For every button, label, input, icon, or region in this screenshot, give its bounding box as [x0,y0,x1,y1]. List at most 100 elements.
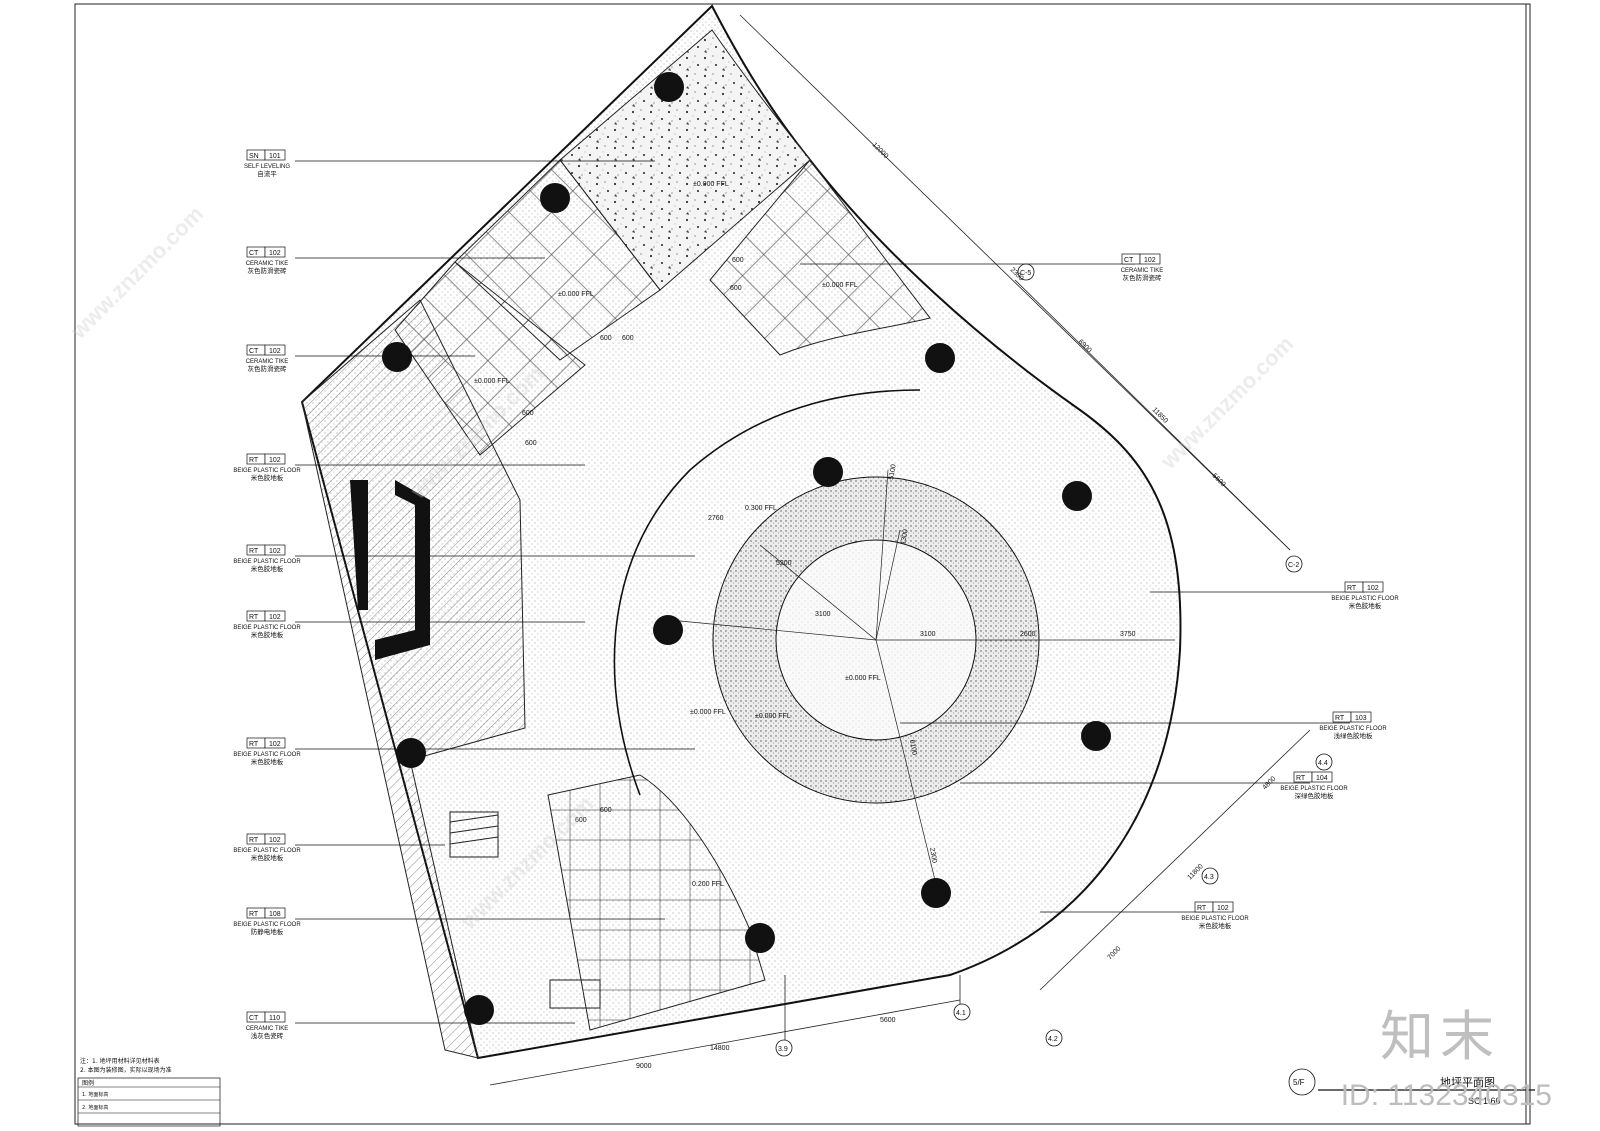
tag-material-cn: 自流平 [257,169,277,178]
tag-number: 102 [269,741,281,748]
note-line: 2. 本图为装修图，实际以现场为准 [80,1066,172,1074]
notes-block: 注：1. 地坪用材料详见材料表 2. 本图为装修图，实际以现场为准 图例 1. … [77,1057,221,1127]
bubble-4-3: 4.3 [1204,874,1214,881]
tag-number: 102 [1367,585,1379,592]
tag-material-cn: 米色胶地板 [251,473,284,482]
bubble-4-1: 4.1 [956,1010,966,1017]
tag-number: 102 [1217,905,1229,912]
tag-code: RT [1335,715,1345,722]
dim-text: 3100 [815,611,831,618]
tag-number: 101 [269,153,281,160]
dim-text: 6900 [1077,338,1093,354]
watermark-id: ID: 1132340315 [1340,1079,1552,1112]
tag-number: 102 [269,250,281,257]
level-marker: ±0.000 FFL [693,181,729,188]
dim-text: 600 [522,410,534,417]
tag-material-en: CERAMIC TIKE [246,1026,289,1032]
level-marker: ±0.000 FFL [822,282,858,289]
dim-text: 12000 [871,141,890,160]
tag-number: 103 [1355,715,1367,722]
tag-material-cn: 深绿色胶地板 [1295,791,1335,800]
tag-code: RT [1347,585,1357,592]
bubble-4-2: 4.2 [1048,1036,1058,1043]
tag-number: 102 [269,548,281,555]
tag-material-en: CERAMIC TIKE [1121,268,1164,274]
tag-material-en: BEIGE PLASTIC FLOOR [1331,596,1399,602]
tag-code: SN [249,153,259,160]
level-marker: 0.300 FFL [745,505,777,512]
dim-text: 3750 [1120,631,1136,638]
tag-code: RT [249,614,259,621]
tag-number: 108 [269,911,281,918]
level-marker: ±0.000 FFL [690,709,726,716]
tag-code: RT [249,741,259,748]
dim-text: 3100 [920,631,936,638]
bubble-c5: C-5 [1020,270,1031,277]
stage-arc [613,389,921,796]
dim-text: 600 [575,817,587,824]
dim-text: 4800 [1261,775,1277,791]
level-marker: ±0.000 FFL [755,713,791,720]
columns [382,72,1111,1025]
tag-material-cn: 防静电地板 [251,927,284,936]
tag-code: RT [249,837,259,844]
scale: SC 1:60 [1468,1096,1501,1106]
tag-code: CT [249,348,259,355]
ceramic-tile-zone-2 [394,261,586,456]
tag-code: RT [249,911,259,918]
tag-number: 110 [269,1015,280,1022]
dim-text: 600 [600,807,612,814]
tag-material-cn: 米色胶地板 [1349,601,1382,610]
ceramic-tile-zone-3 [709,159,931,356]
bubble-4-4: 4.4 [1318,760,1328,767]
dim-text: 600 [622,335,634,342]
tag-code: RT [1197,905,1207,912]
dim-text: 5600 [880,1017,896,1024]
grid-bubbles [775,263,1333,1057]
watermark-site: www.znzmo.com [65,201,208,344]
tag-material-cn: 灰色防滑瓷砖 [1123,273,1163,282]
bubble-c2: C-2 [1288,562,1299,569]
tag-material-en: BEIGE PLASTIC FLOOR [1181,916,1249,922]
dim-text: 9000 [636,1063,652,1070]
note-line: 注：1. 地坪用材料详见材料表 [80,1057,160,1065]
tag-material-en: BEIGE PLASTIC FLOOR [233,625,301,631]
tag-material-cn: 浅灰色瓷砖 [251,1031,284,1040]
tag-code: CT [249,1015,259,1022]
tag-material-en: BEIGE PLASTIC FLOOR [233,848,301,854]
tag-number: 102 [269,348,281,355]
tag-material-cn: 浅绿色胶地板 [1334,731,1374,740]
tag-material-cn: 米色胶地板 [251,757,284,766]
tag-code: CT [249,250,259,257]
tag-material-en: CERAMIC TIKE [246,359,289,365]
tag-number: 102 [1144,257,1156,264]
tag-material-en: BEIGE PLASTIC FLOOR [233,468,301,474]
dim-text: 600 [732,257,744,264]
tag-material-en: BEIGE PLASTIC FLOOR [233,559,301,565]
tag-material-en: CERAMIC TIKE [246,261,289,267]
dim-text: 5100 [888,464,898,481]
tag-material-en: SELF LEVELING [244,164,290,170]
level-marker: ±0.000 FFL [558,291,594,298]
tag-code: RT [1296,775,1306,782]
dim-text: 14800 [710,1045,730,1052]
tag-material-en: BEIGE PLASTIC FLOOR [233,752,301,758]
dim-text: 1300 [900,529,910,546]
legend-title: 图例 [82,1079,94,1087]
bubble-3-9: 3.9 [778,1046,788,1053]
sheet-number: 5/F [1293,1078,1305,1087]
tag-number: 102 [269,457,281,464]
